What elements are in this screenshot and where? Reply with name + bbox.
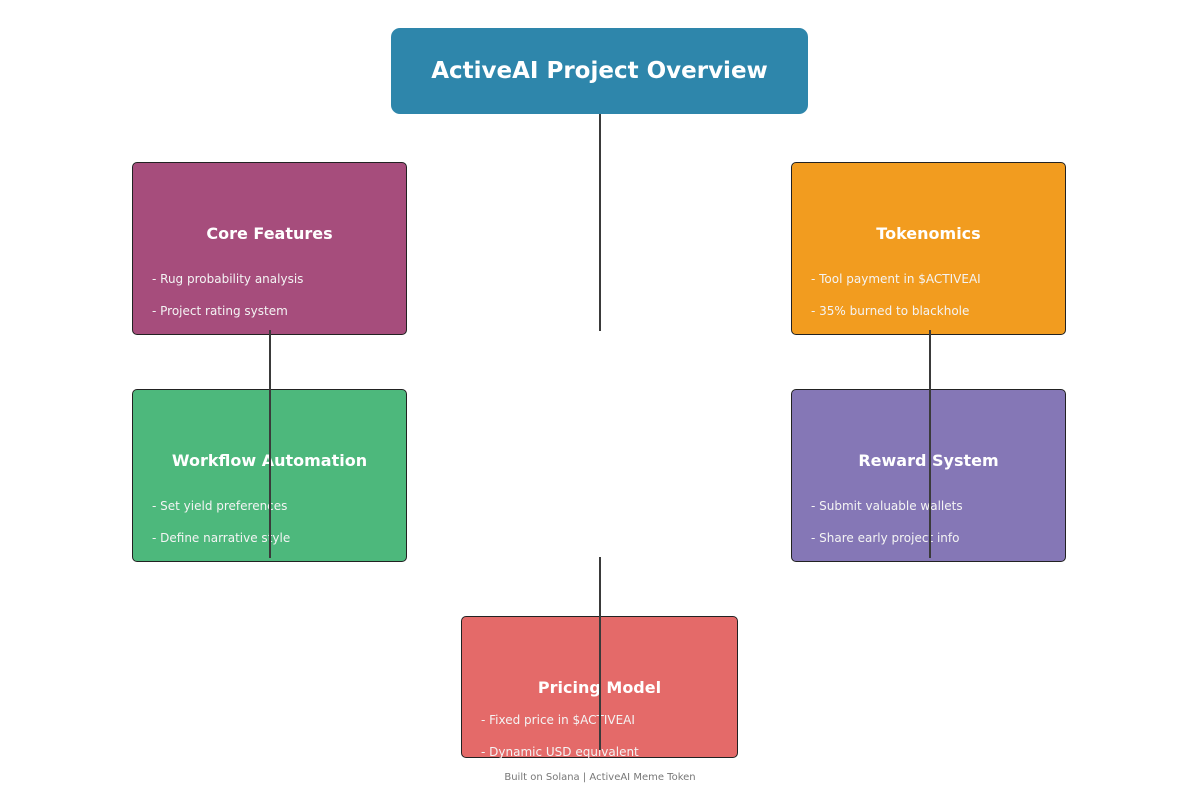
core-features-item: - Project rating system bbox=[152, 304, 288, 318]
pricing-model-item: - Fixed price in $ACTIVEAI bbox=[481, 713, 635, 727]
core-features-box: Core Features - Rug probability analysis… bbox=[132, 162, 407, 335]
reward-system-item: - Submit valuable wallets bbox=[811, 499, 963, 513]
tokenomics-item: - Tool payment in $ACTIVEAI bbox=[811, 272, 981, 286]
connector-core-workflow bbox=[269, 330, 271, 558]
diagram-title-text: ActiveAI Project Overview bbox=[431, 58, 768, 84]
reward-system-title: Reward System bbox=[858, 451, 999, 470]
tokenomics-box: Tokenomics - Tool payment in $ACTIVEAI -… bbox=[791, 162, 1066, 335]
connector-title-center bbox=[599, 103, 601, 331]
reward-system-item: - Share early project info bbox=[811, 531, 960, 545]
tokenomics-title: Tokenomics bbox=[876, 224, 981, 243]
reward-system-box: Reward System - Submit valuable wallets … bbox=[791, 389, 1066, 562]
core-features-item: - Rug probability analysis bbox=[152, 272, 304, 286]
diagram-title: ActiveAI Project Overview bbox=[391, 28, 808, 114]
workflow-automation-item: - Set yield preferences bbox=[152, 499, 288, 513]
core-features-title: Core Features bbox=[206, 224, 333, 243]
tokenomics-item: - 35% burned to blackhole bbox=[811, 304, 970, 318]
footer-caption: Built on Solana | ActiveAI Meme Token bbox=[504, 772, 696, 783]
pricing-model-item: - Dynamic USD equivalent bbox=[481, 745, 639, 759]
connector-center-pricing bbox=[599, 557, 601, 750]
connector-tokenomics-reward bbox=[929, 330, 931, 558]
workflow-automation-item: - Define narrative style bbox=[152, 531, 291, 545]
